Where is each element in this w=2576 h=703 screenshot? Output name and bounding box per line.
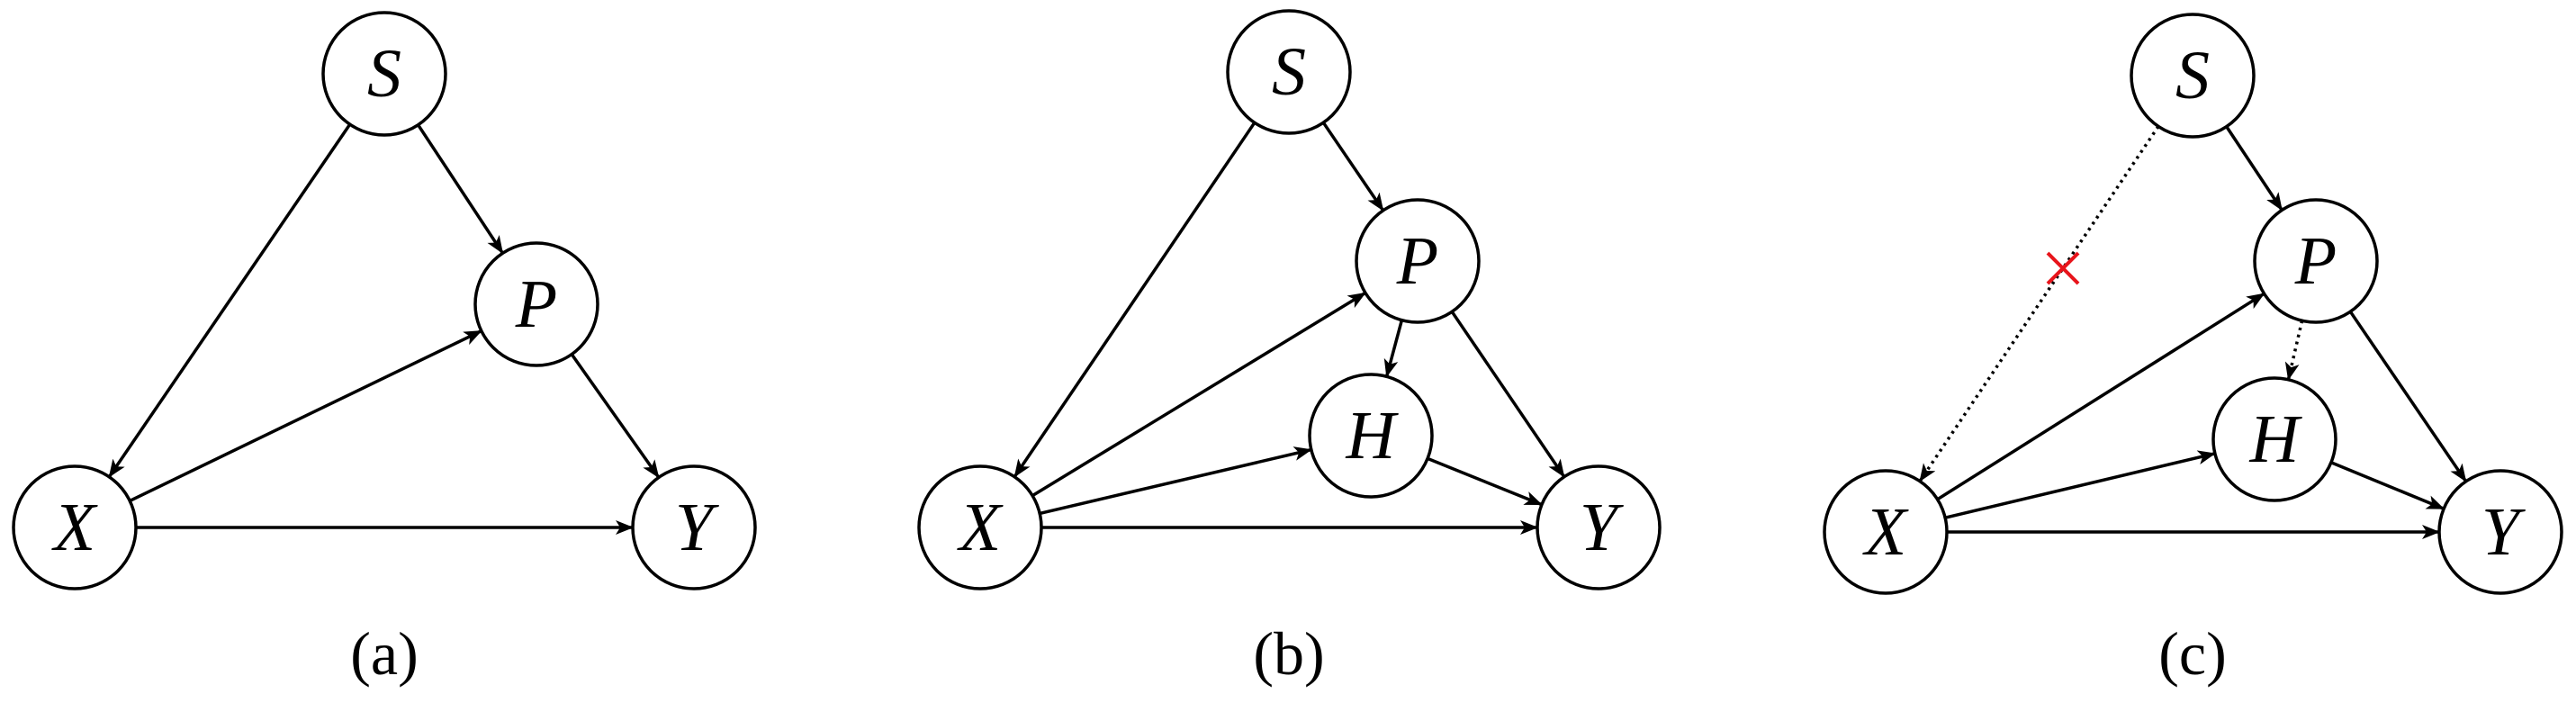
node-label: P	[515, 266, 557, 342]
panel-caption: (a)	[350, 619, 418, 688]
node-circle	[1226, 9, 1352, 135]
node-circle	[1823, 469, 1949, 595]
node-label: S	[2175, 38, 2210, 113]
edges-a	[107, 123, 661, 535]
node-c-X: X	[1823, 469, 1949, 595]
node-c-Y: Y	[2437, 469, 2563, 595]
node-b-Y: Y	[1536, 464, 1662, 590]
node-a-X: X	[12, 464, 138, 590]
node-label: P	[1396, 223, 1438, 299]
node-label: Y	[1580, 490, 1625, 565]
edge-X-to-H	[1039, 446, 1312, 516]
edge-H-to-Y	[1427, 456, 1543, 507]
node-circle	[631, 464, 757, 590]
edge-X-to-P	[129, 329, 482, 502]
edge-S-to-X	[1918, 125, 2160, 482]
node-label: Y	[675, 490, 720, 565]
node-c-H: H	[2211, 376, 2337, 502]
removed-edge-cross-icon	[2046, 251, 2080, 285]
node-b-P: P	[1355, 198, 1481, 324]
edges-c	[1918, 125, 2468, 539]
edge-S-to-X	[107, 123, 352, 478]
panel-caption: (b)	[1253, 619, 1324, 688]
node-circle	[2130, 13, 2256, 139]
edge-X-to-H	[1944, 450, 2216, 519]
node-c-S: S	[2130, 13, 2256, 139]
node-a-Y: Y	[631, 464, 757, 590]
node-label: Y	[2481, 494, 2526, 570]
node-circle	[12, 464, 138, 590]
node-circle	[2211, 376, 2337, 502]
node-circle	[321, 11, 447, 137]
panel-c: S P H X Y (c)	[1823, 13, 2563, 688]
panel-b: S P H X Y (b)	[917, 9, 1662, 688]
node-circle	[473, 241, 599, 367]
edge-S-to-P	[2225, 125, 2283, 212]
node-circle	[1355, 198, 1481, 324]
node-b-S: S	[1226, 9, 1352, 135]
edge-P-to-H	[2284, 320, 2304, 381]
node-label: S	[1272, 34, 1306, 110]
edge-P-to-Y	[1450, 311, 1566, 478]
node-b-X: X	[917, 464, 1043, 590]
node-label: X	[51, 490, 98, 565]
edge-P-to-Y	[570, 353, 661, 479]
node-circle	[2437, 469, 2563, 595]
node-label: P	[2294, 223, 2337, 299]
panel-a: S P X Y (a)	[12, 11, 757, 688]
node-circle	[1308, 373, 1434, 499]
node-label: X	[957, 490, 1004, 565]
node-circle	[1536, 464, 1662, 590]
node-label: X	[1862, 494, 1909, 570]
node-circle	[2253, 198, 2379, 324]
edge-S-to-X	[1013, 122, 1256, 478]
node-label: S	[367, 36, 401, 112]
node-label: H	[2249, 401, 2303, 477]
node-a-S: S	[321, 11, 447, 137]
edge-P-to-H	[1383, 320, 1404, 378]
panel-caption: (c)	[2158, 619, 2226, 688]
node-label: H	[1346, 398, 1400, 473]
edge-S-to-P	[417, 123, 504, 255]
edge-X-to-P	[1031, 291, 1366, 498]
edges-b	[1013, 122, 1566, 535]
node-a-P: P	[473, 241, 599, 367]
edge-H-to-Y	[2330, 461, 2445, 510]
edge-S-to-P	[1321, 122, 1385, 212]
node-circle	[917, 464, 1043, 590]
edge-P-to-Y	[2348, 311, 2468, 482]
node-c-P: P	[2253, 198, 2379, 324]
node-b-H: H	[1308, 373, 1434, 499]
edge-X-to-P	[1936, 292, 2265, 501]
